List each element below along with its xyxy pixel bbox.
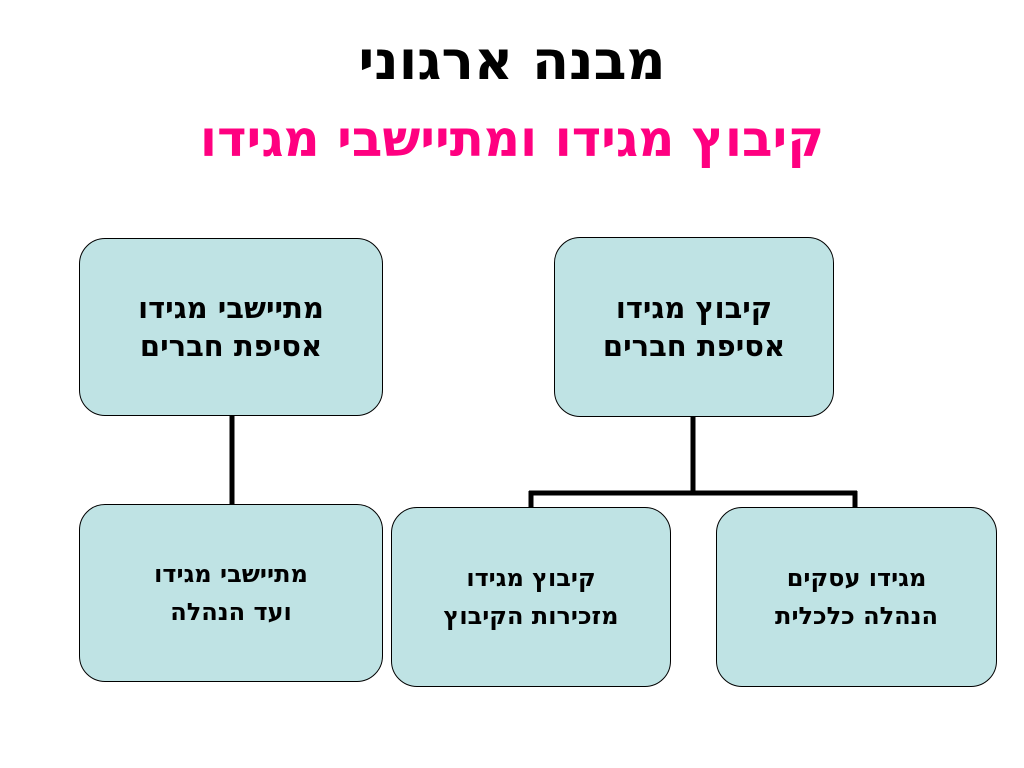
box-mityashvei-committee: מתיישבי מגידו ועד הנהלה — [79, 504, 383, 682]
box-line-1: קיבוץ מגידו — [466, 564, 596, 592]
box-kibbutz-secretariat: קיבוץ מגידו מזכירות הקיבוץ — [391, 507, 671, 687]
box-line-1: מתיישבי מגידו — [154, 560, 308, 588]
box-line-1: מתיישבי מגידו — [138, 291, 324, 325]
box-line-1: מגידו עסקים — [786, 564, 927, 592]
box-megiddo-business: מגידו עסקים הנהלה כלכלית — [716, 507, 997, 687]
box-line-2: אסיפת חברים — [139, 329, 323, 363]
box-line-1: קיבוץ מגידו — [615, 291, 773, 325]
box-line-2: מזכירות הקיבוץ — [443, 602, 619, 630]
box-line-2: הנהלה כלכלית — [775, 602, 938, 630]
box-kibbutz-assembly: קיבוץ מגידו אסיפת חברים — [554, 237, 834, 417]
page-title: מבנה ארגוני — [358, 29, 666, 92]
box-mityashvei-assembly: מתיישבי מגידו אסיפת חברים — [79, 238, 383, 416]
box-line-2: אסיפת חברים — [602, 329, 786, 363]
page-subtitle: קיבוץ מגידו ומתיישבי מגידו — [199, 110, 825, 168]
box-line-2: ועד הנהלה — [170, 598, 292, 626]
